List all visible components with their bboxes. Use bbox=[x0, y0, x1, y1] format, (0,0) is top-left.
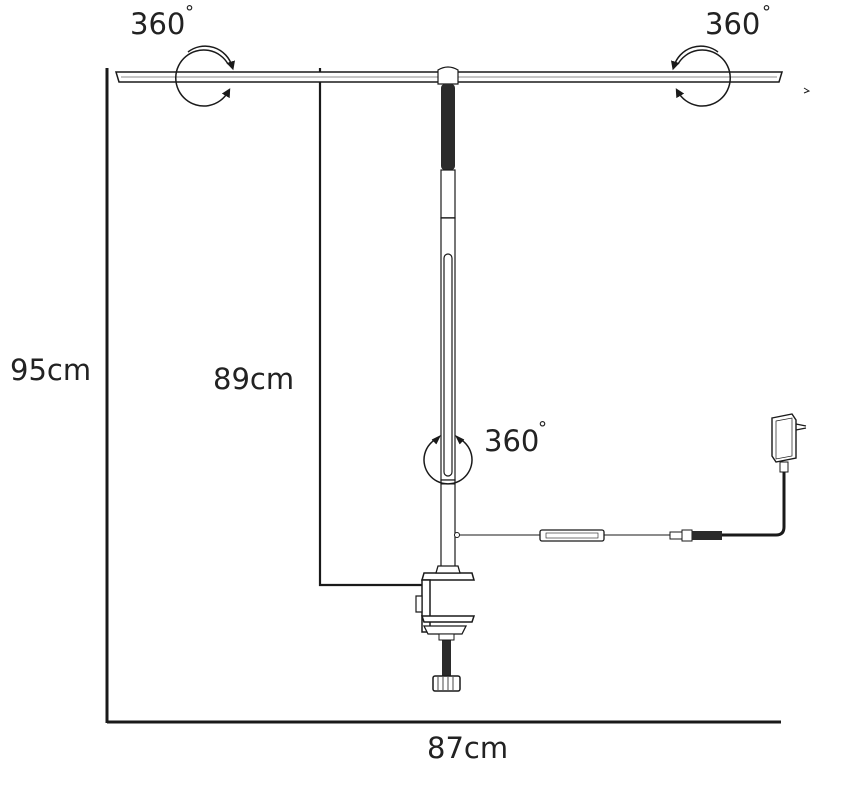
plug-prongs bbox=[795, 423, 807, 431]
clamp-top-plate bbox=[421, 572, 475, 581]
rotation-pole: 360 ° bbox=[423, 418, 547, 485]
rotation-left-value: 360 bbox=[130, 7, 185, 41]
desk-clamp-icon bbox=[415, 565, 476, 692]
circular-arrow-icon bbox=[423, 437, 473, 485]
height-total-label: 95cm bbox=[10, 353, 91, 387]
rotation-right-value: 360 bbox=[705, 7, 760, 41]
circular-arrow-icon bbox=[675, 49, 731, 107]
height-inner-line bbox=[318, 68, 428, 587]
cable-port bbox=[454, 532, 460, 538]
cable-connector bbox=[669, 531, 683, 540]
circular-arrow-icon bbox=[187, 45, 236, 71]
circular-arrow-icon bbox=[670, 45, 719, 71]
plug-icon bbox=[771, 413, 797, 463]
circular-arrow-icon bbox=[175, 49, 231, 107]
clamp-knob bbox=[432, 675, 461, 692]
clamp-lower-jaw bbox=[420, 615, 476, 623]
clamp-screw-collar bbox=[438, 633, 455, 641]
rotation-right-head: 360 ° bbox=[670, 2, 771, 107]
dimension-lines bbox=[105, 68, 781, 724]
lamp-head-end-mark bbox=[803, 87, 811, 94]
rotation-left-degree: ° bbox=[185, 2, 194, 23]
clamp-tab bbox=[415, 595, 423, 613]
rotation-right-degree: ° bbox=[762, 2, 771, 23]
clamp-pad bbox=[422, 625, 468, 635]
power-cable bbox=[459, 413, 807, 542]
rotation-left-head: 360 ° bbox=[130, 2, 236, 107]
clamp-screw bbox=[442, 634, 451, 676]
clamp-body bbox=[421, 579, 431, 633]
arrow-tip-icon bbox=[431, 434, 442, 445]
arrow-tip-icon bbox=[454, 434, 465, 445]
clamp-collar bbox=[435, 565, 461, 574]
lamp-head-hub bbox=[437, 66, 459, 85]
rotation-pole-degree: ° bbox=[538, 418, 547, 439]
pole-dark-segment bbox=[441, 84, 455, 170]
rotation-pole-value: 360 bbox=[484, 424, 539, 458]
pole-upper-segment bbox=[440, 169, 456, 219]
cable-connector-body bbox=[692, 531, 722, 540]
pole-lower-segment bbox=[440, 479, 456, 573]
cable-thick bbox=[722, 470, 786, 537]
height-inner-label: 89cm bbox=[213, 362, 294, 396]
width-total-label: 87cm bbox=[427, 731, 508, 765]
pole-slot bbox=[443, 253, 453, 477]
lamp-pole bbox=[440, 84, 460, 573]
lamp-head bbox=[114, 66, 811, 94]
